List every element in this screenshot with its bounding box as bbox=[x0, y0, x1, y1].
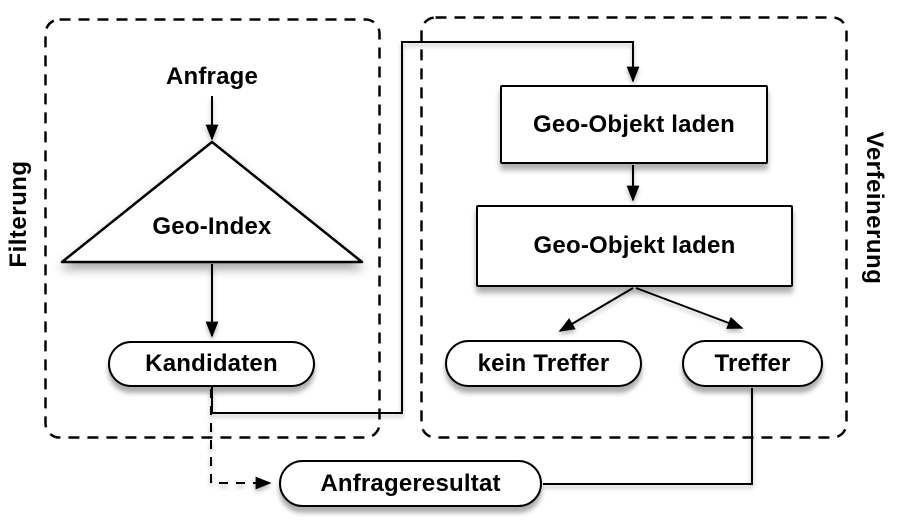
group-box-verfeinerung bbox=[420, 16, 848, 439]
group-label-filterung: Filterung bbox=[5, 160, 32, 268]
group-label-verfeinerung: Verfeinerung bbox=[861, 131, 888, 285]
node-anfrageresultat: Anfrageresultat bbox=[279, 460, 542, 507]
node-geo-index-label: Geo-Index bbox=[152, 213, 272, 240]
group-box-filterung bbox=[44, 18, 381, 439]
node-geo-index-shape bbox=[60, 140, 364, 264]
node-geo-objekt-laden-1: Geo-Objekt laden bbox=[500, 85, 768, 164]
edge-treffer-to-anfrageresultat bbox=[543, 388, 753, 485]
edge-geo-objekt-laden-2-to-treffer bbox=[635, 287, 744, 329]
node-kein-treffer: kein Treffer bbox=[445, 340, 642, 387]
node-anfrage: Anfrage bbox=[165, 63, 259, 90]
node-geo-objekt-laden-2: Geo-Objekt laden bbox=[476, 205, 793, 287]
node-kandidaten: Kandidaten bbox=[108, 341, 315, 387]
edge-geo-objekt-laden-2-to-kein-treffer bbox=[558, 287, 634, 332]
node-treffer: Treffer bbox=[682, 340, 823, 387]
edge-kandidaten-to-anfrageresultat bbox=[210, 389, 272, 490]
